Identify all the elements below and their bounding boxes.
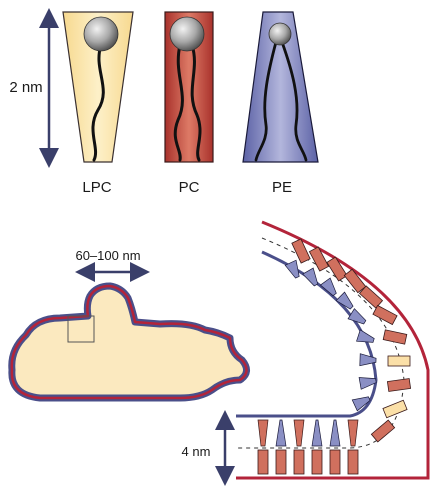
lipid-label-lpc: LPC bbox=[82, 179, 111, 196]
pe-lipid: PE bbox=[243, 12, 318, 196]
lipid-label-pe: PE bbox=[272, 179, 292, 196]
lpc-lipid: LPC bbox=[63, 12, 133, 196]
span-label: 60–100 nm bbox=[75, 248, 140, 263]
height-label: 2 nm bbox=[9, 79, 42, 96]
lipid-row-straight bbox=[258, 420, 358, 474]
thickness-label: 4 nm bbox=[182, 444, 211, 459]
sphere-head-icon bbox=[84, 17, 118, 51]
pc-lipid: PC bbox=[165, 12, 213, 196]
sphere-head-icon bbox=[170, 17, 204, 51]
vesicle: 60–100 nm bbox=[12, 248, 247, 398]
height-scale: 2 nm bbox=[9, 18, 49, 158]
sphere-head-icon bbox=[269, 23, 291, 45]
lipid-row-curved bbox=[285, 239, 410, 442]
lipid-label-pc: PC bbox=[179, 179, 200, 196]
